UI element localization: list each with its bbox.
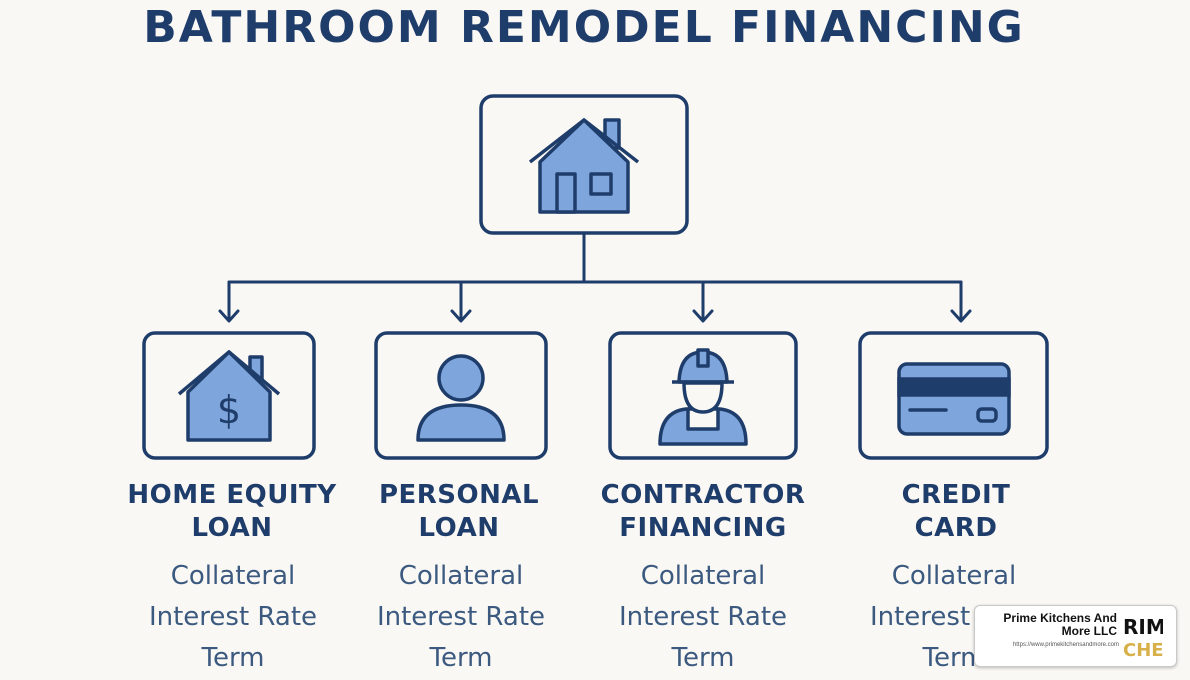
arrow-credit [950,280,972,323]
arrow-personal [450,280,472,323]
svg-text:$: $ [217,388,241,432]
company-name: Prime Kitchens And More LLC [1003,611,1117,638]
page-title: BATHROOM REMODEL FINANCING [143,2,1025,53]
company-badge[interactable]: Prime Kitchens And More LLC https://www.… [974,605,1177,667]
house-icon [528,118,640,214]
house-dollar-icon: $ [177,350,281,442]
arrow-contractor [692,280,714,323]
svg-text:RIM: RIM [1123,615,1163,639]
contractor-icon [658,348,748,446]
company-url[interactable]: https://www.primekitchensandmore.com [1012,642,1119,648]
arrow-home-equity [218,280,240,323]
credit-card-icon [897,362,1011,436]
person-icon [416,354,506,442]
svg-text:CHE: CHE [1123,640,1163,660]
connector-lines [218,231,972,323]
company-logo-icon: RIM CHE [1123,615,1163,660]
